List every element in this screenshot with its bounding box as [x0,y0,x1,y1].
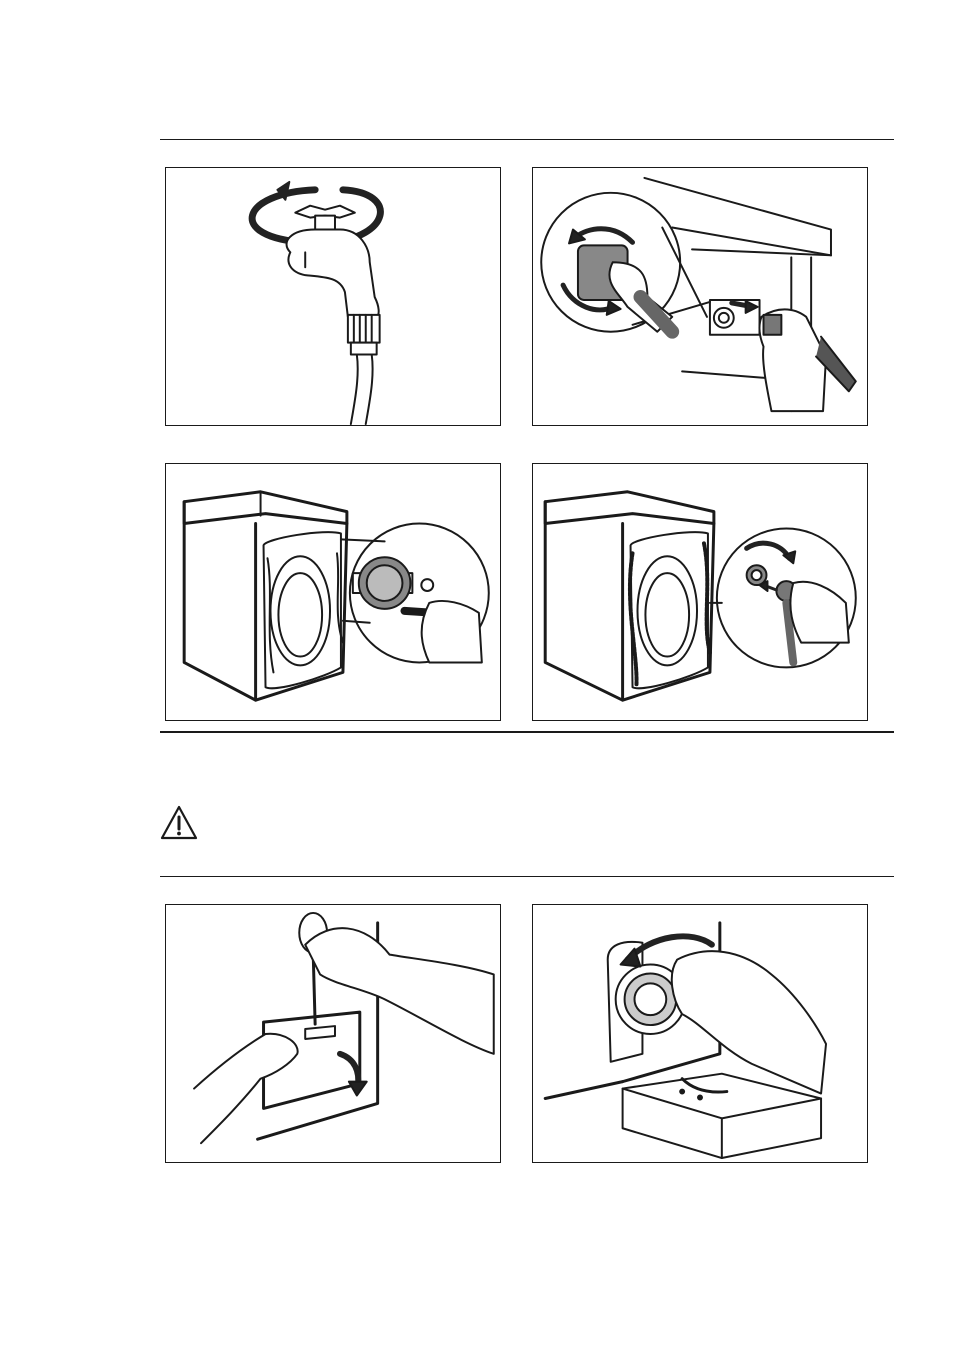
figure-unscrew-inlet-hose [532,167,868,426]
open-pump-flap-illustration [166,905,500,1162]
figure-close-tap [165,167,501,426]
top-section-rule [160,139,894,140]
unscrew-pump-filter-illustration [533,905,867,1162]
warning-bottom-rule [160,876,894,877]
reconnect-inlet-hose-illustration [533,464,867,720]
figure-group-bottom-rule [160,731,894,733]
figure-reconnect-inlet-hose [532,463,868,721]
unscrew-inlet-hose-illustration [533,168,867,425]
clean-inlet-filter-illustration [166,464,500,720]
close-tap-illustration [166,168,500,425]
warning-triangle-icon [159,804,199,842]
figure-open-pump-flap [165,904,501,1163]
figure-unscrew-pump-filter [532,904,868,1163]
figure-clean-inlet-filter [165,463,501,721]
